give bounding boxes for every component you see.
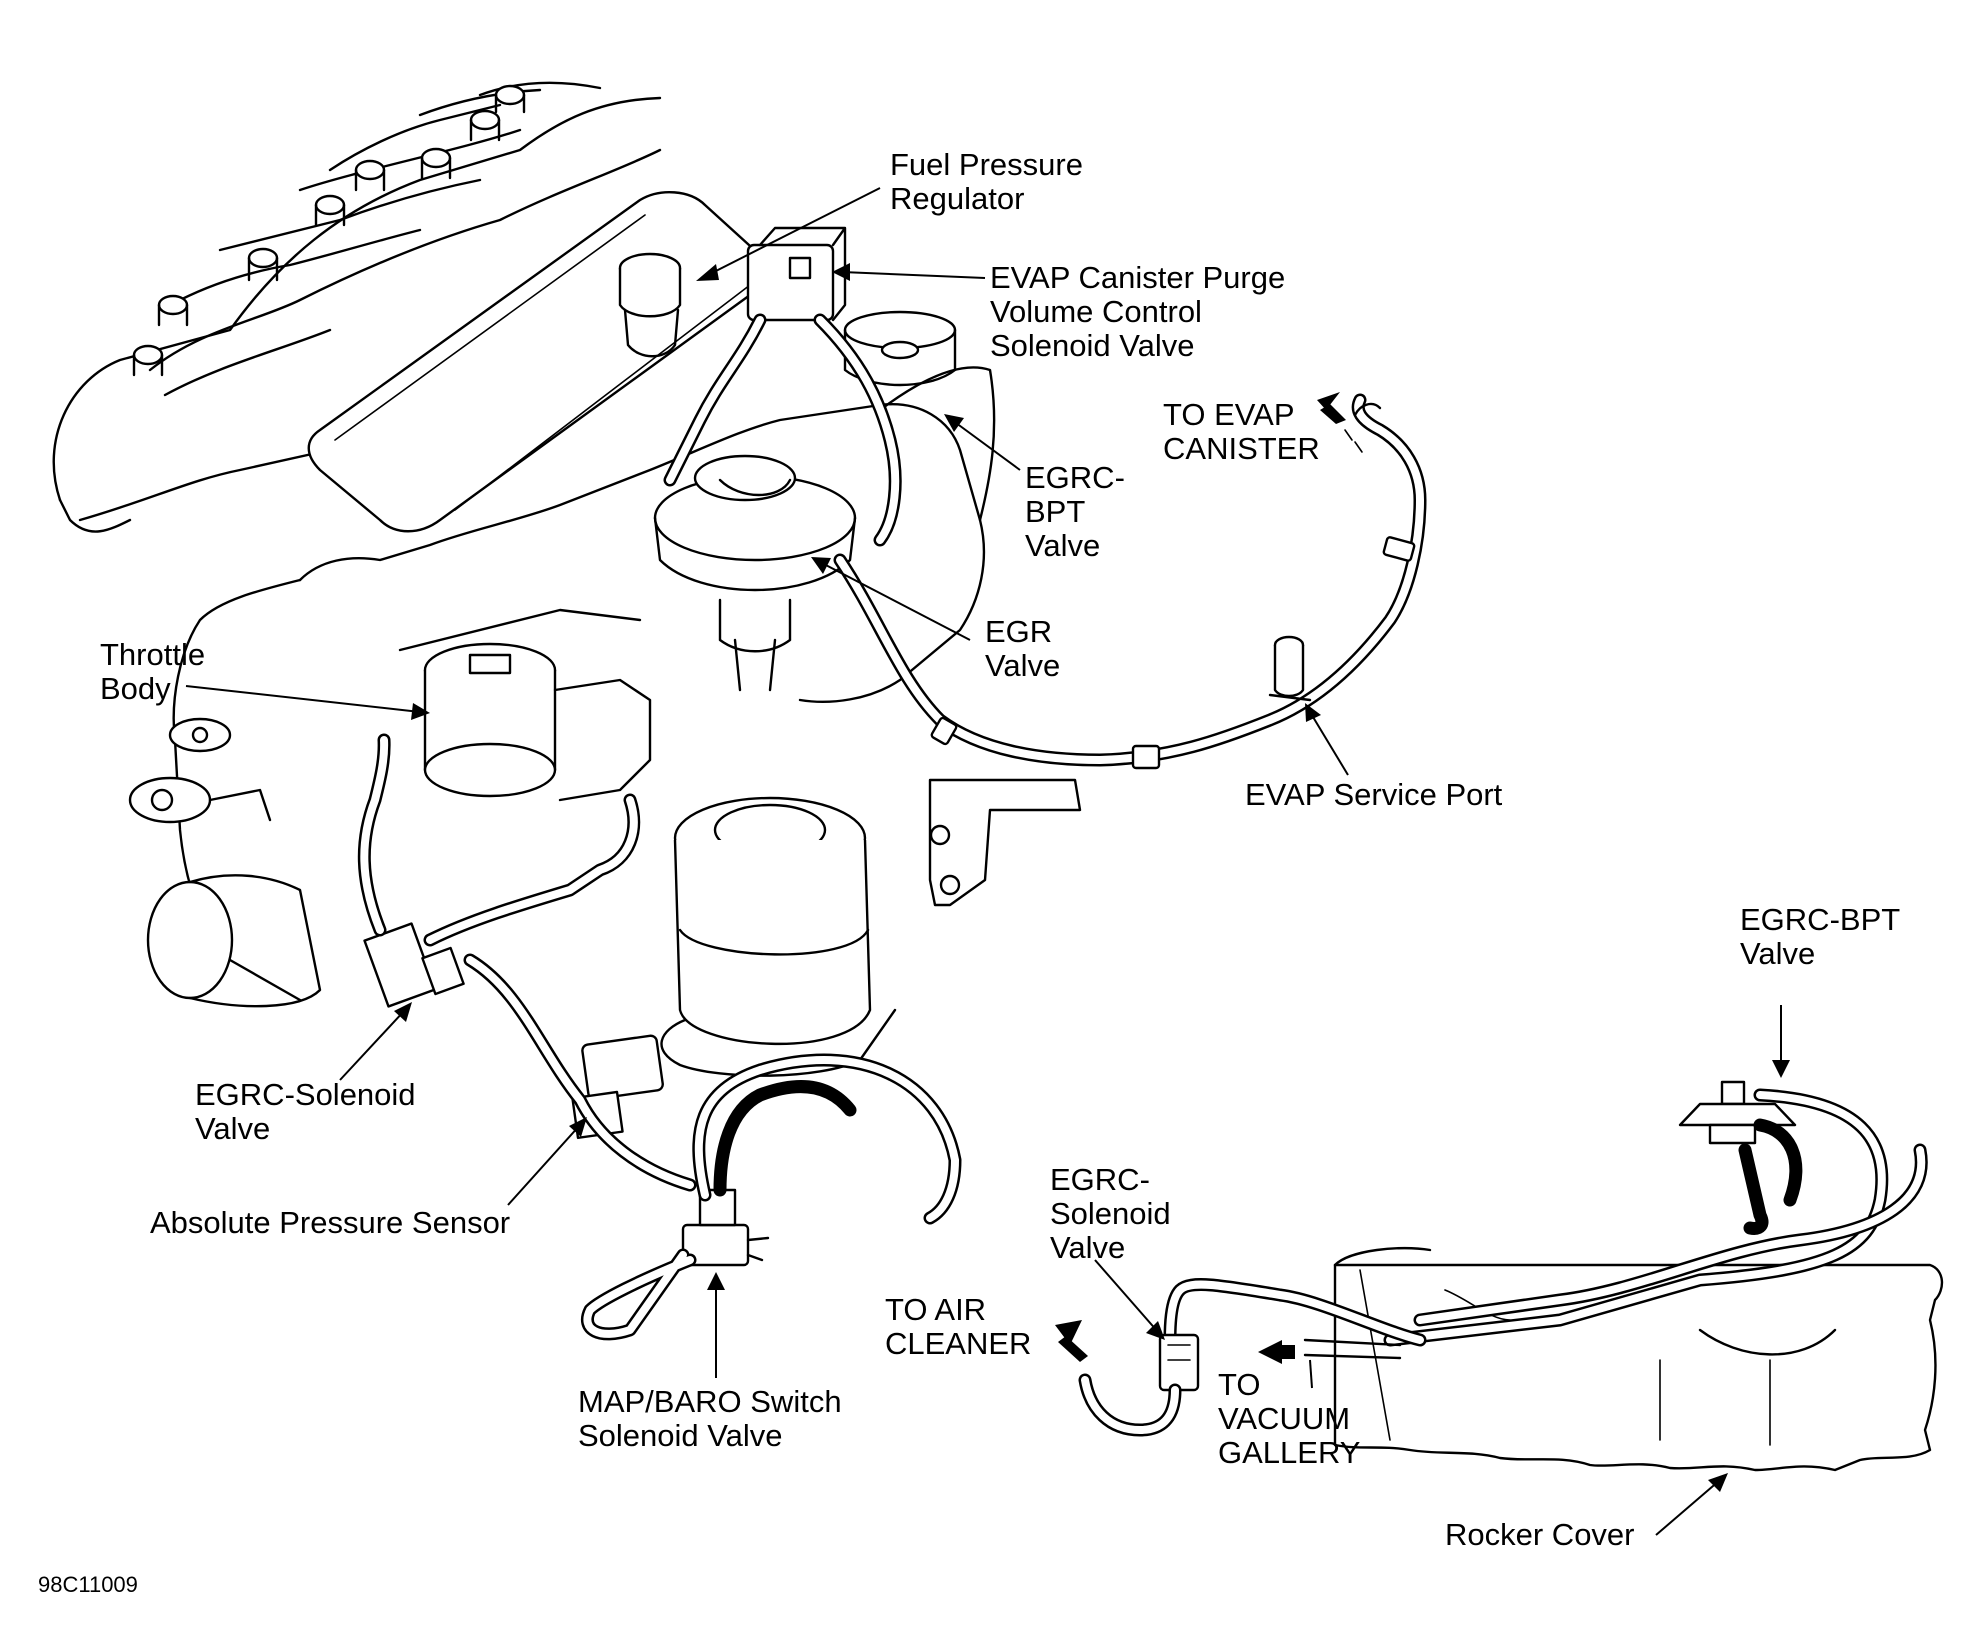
solid-arrow-icon [1317, 392, 1340, 410]
manifold-bosses [132, 84, 526, 377]
solid-arrow-icon [1055, 1320, 1082, 1345]
egrc-solenoid-on-engine [363, 922, 465, 1008]
label-egrc-solenoid-valve-right: EGRC- Solenoid Valve [1050, 1162, 1179, 1265]
label-rocker-cover: Rocker Cover [1445, 1517, 1635, 1552]
label-to-vacuum-gallery: TO VACUUM GALLERY [1218, 1367, 1360, 1470]
direction-arrows [1055, 392, 1346, 1364]
solid-arrow-icon [1281, 1345, 1295, 1359]
evap-purge-solenoid [746, 226, 847, 322]
callout-labels: Fuel Pressure Regulator EVAP Canister Pu… [38, 147, 1908, 1597]
label-map-baro-switch: MAP/BARO Switch Solenoid Valve [578, 1384, 850, 1453]
egrc-bpt-valve-upper [843, 310, 957, 387]
engine-assembly-drawing [52, 81, 1427, 1341]
solid-arrow-icon [1058, 1336, 1088, 1362]
arrowhead-icon [944, 414, 964, 432]
intake-manifold [52, 81, 662, 533]
arrowhead-icon [832, 263, 850, 281]
label-absolute-pressure-sensor: Absolute Pressure Sensor [150, 1205, 510, 1240]
label-egrc-solenoid-valve-left: EGRC-Solenoid Valve [195, 1077, 424, 1146]
label-egr-valve: EGR Valve [985, 614, 1061, 683]
arrowhead-icon [707, 1272, 725, 1290]
arrowhead-icon [811, 557, 831, 574]
arrowhead-icon [1772, 1060, 1790, 1078]
label-evap-purge-valve: EVAP Canister Purge Volume Control Solen… [990, 260, 1294, 363]
arrowhead-icon [1305, 703, 1321, 722]
arrowhead-icon [394, 1002, 412, 1022]
label-egrc-bpt-valve-top: EGRC- BPT Valve [1025, 460, 1134, 563]
throttle-body [398, 608, 652, 802]
arrowhead-icon [569, 1117, 587, 1137]
evap-line [833, 393, 1427, 770]
egr-valve [653, 454, 857, 692]
throttle-inlet [128, 717, 322, 1008]
absolute-pressure-sensor [571, 1034, 664, 1140]
label-to-evap-canister: TO EVAP CANISTER [1163, 397, 1320, 466]
vacuum-hoses-engine [357, 313, 962, 1341]
solid-arrow-icon [1320, 404, 1346, 424]
label-egrc-bpt-valve-right: EGRC-BPT Valve [1740, 902, 1908, 971]
map-baro-solenoid [681, 1188, 770, 1267]
label-evap-service-port: EVAP Service Port [1245, 777, 1503, 812]
evap-service-port [1268, 635, 1312, 702]
arrowhead-icon [1708, 1473, 1728, 1492]
engine-block-outline [298, 403, 986, 703]
solid-arrow-icon [1258, 1340, 1282, 1364]
egrc-solenoid-right [1078, 1333, 1200, 1437]
mounting-bracket [928, 778, 1082, 907]
leader-lines [185, 187, 1790, 1536]
rocker-cover-assembly-drawing [1078, 1080, 1944, 1472]
label-to-air-cleaner: TO AIR CLEANER [885, 1292, 1031, 1361]
label-throttle-body: Throttle Body [100, 637, 214, 706]
label-fuel-pressure-regulator: Fuel Pressure Regulator [890, 147, 1092, 216]
air-cleaner-housing [660, 796, 897, 1077]
figure-id: 98C11009 [38, 1572, 138, 1597]
arrowhead-icon [411, 703, 430, 720]
fuel-pressure-regulator [618, 252, 682, 358]
arrowhead-icon [1146, 1321, 1165, 1340]
egrc-bpt-valve-right [1678, 1080, 1803, 1207]
arrowhead-icon [696, 264, 719, 281]
